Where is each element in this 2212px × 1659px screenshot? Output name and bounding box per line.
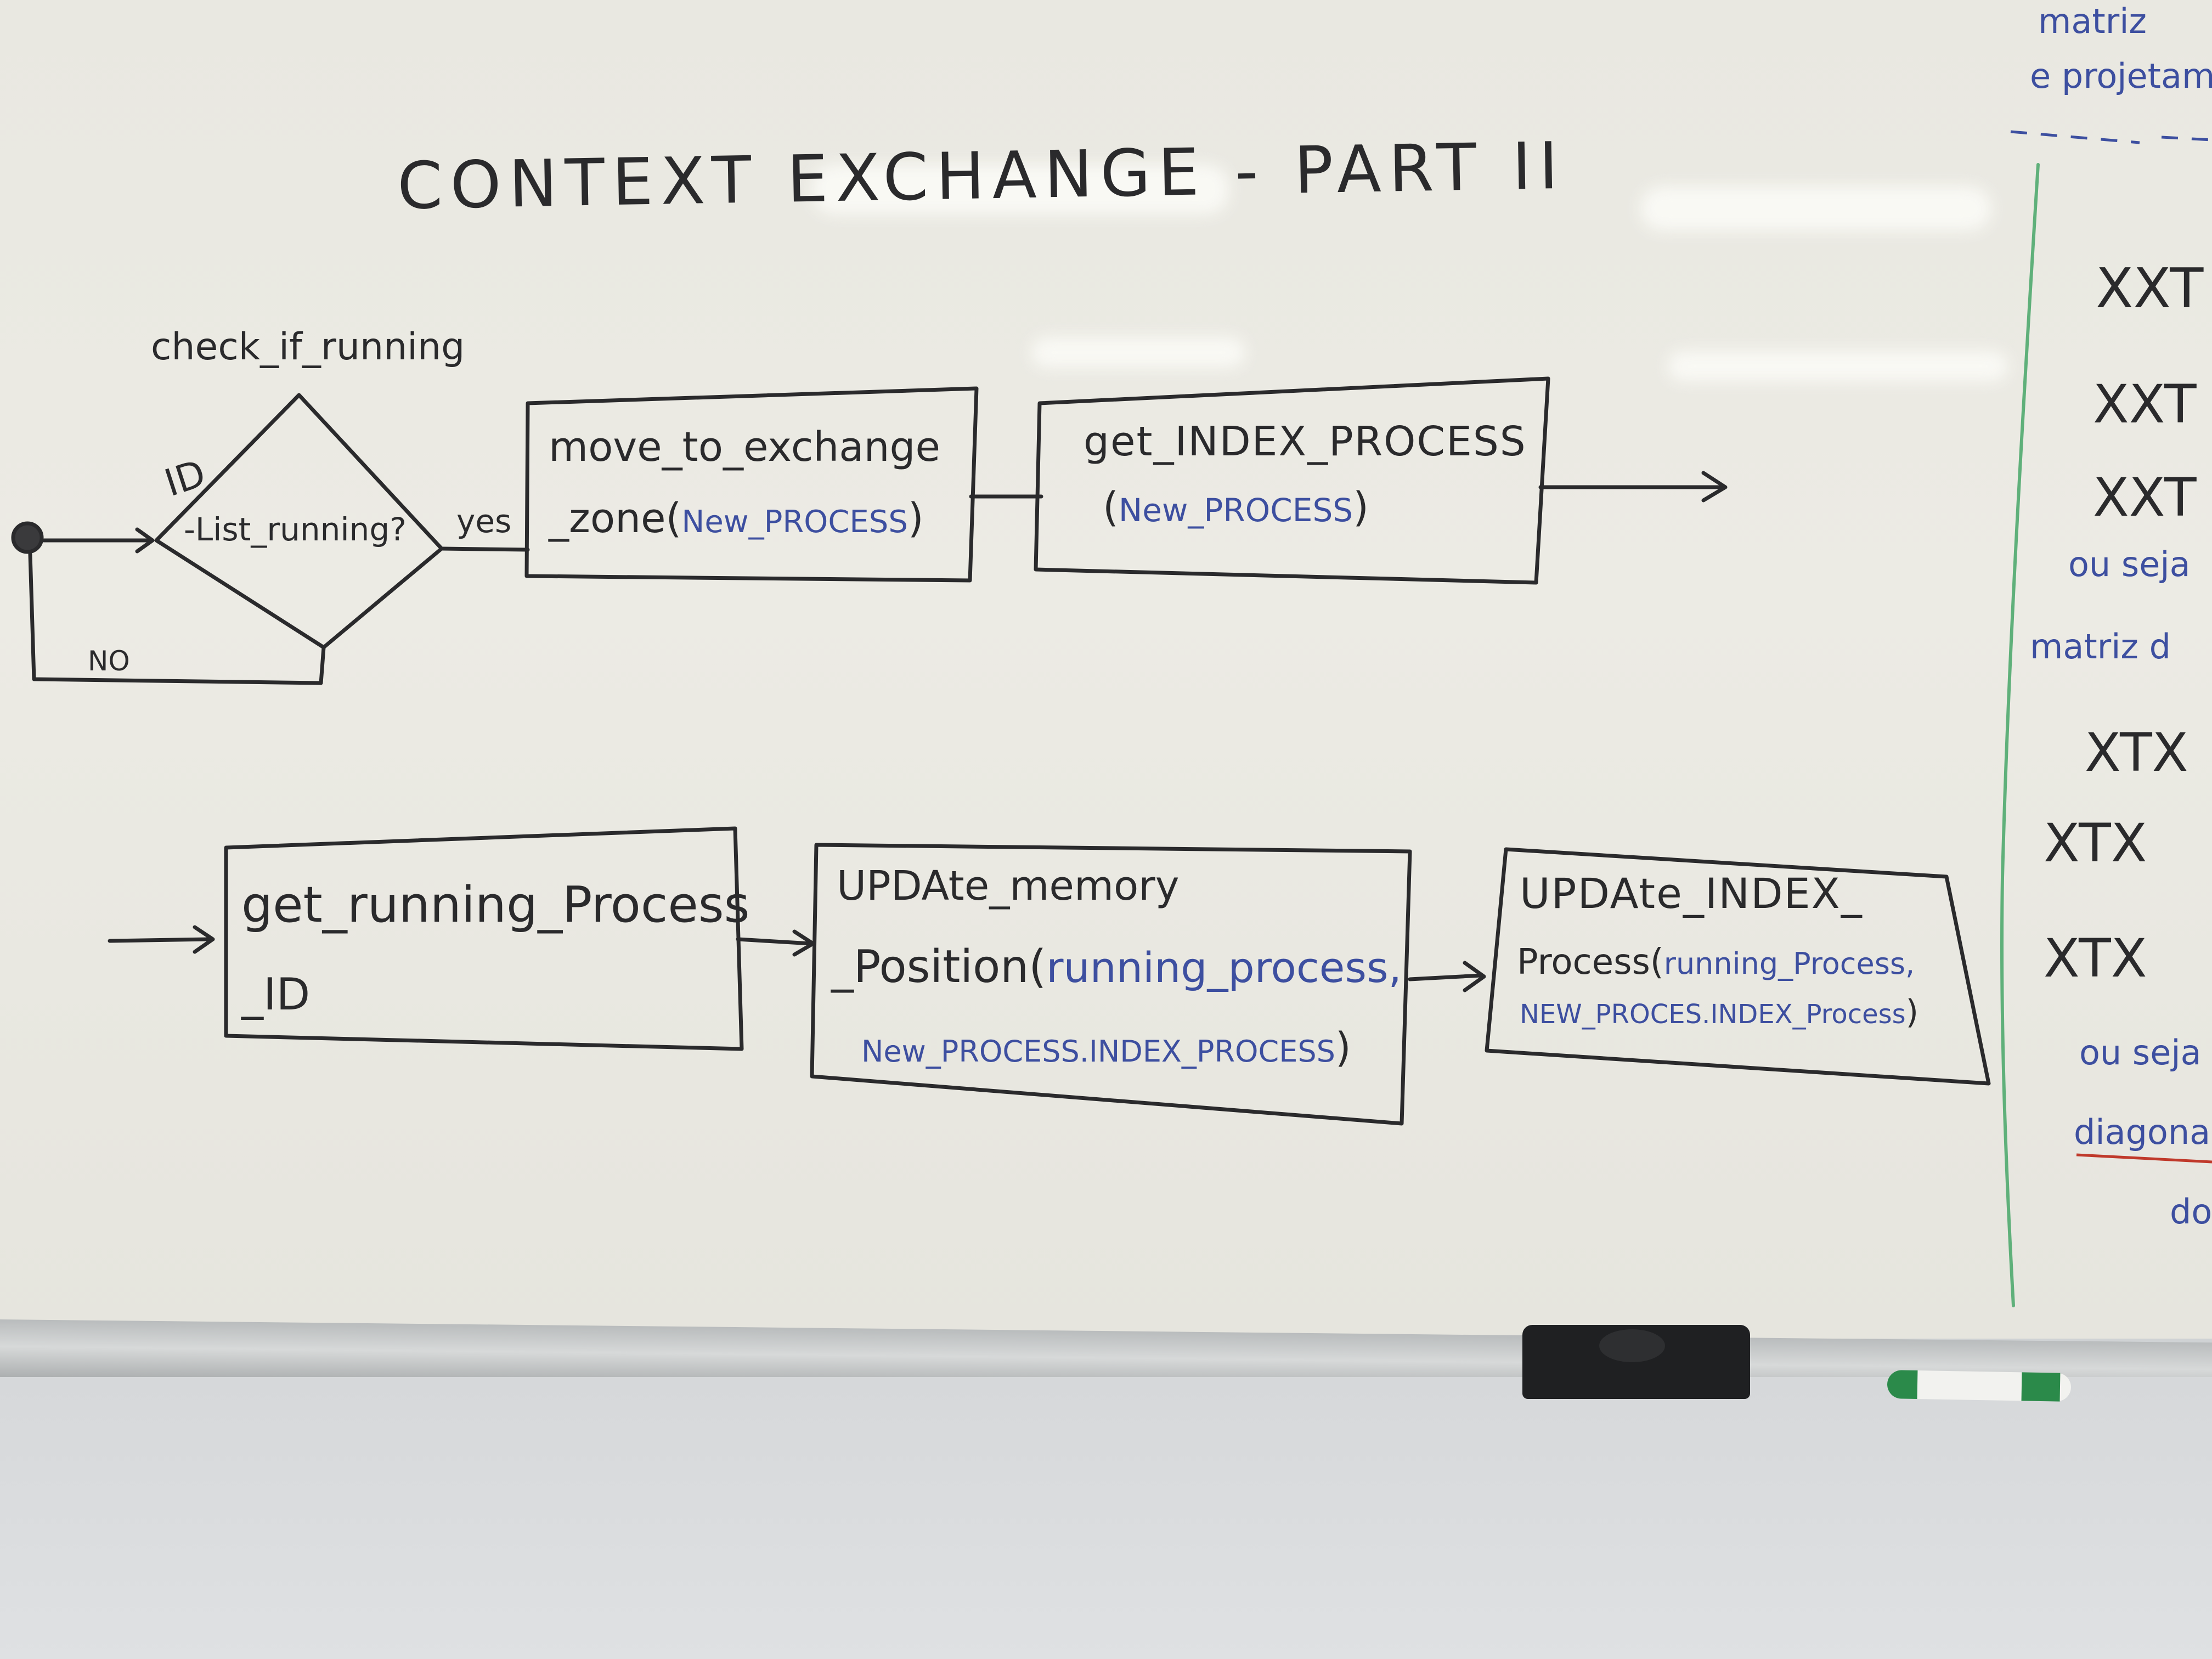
box5-arg: running_Process, [1664, 946, 1915, 981]
decision-question-line1: ID [160, 452, 211, 506]
box5-line3: NEW_PROCES.INDEX_Process) [1520, 993, 1918, 1031]
start-arrow [42, 527, 155, 554]
side-note: XXT [2093, 374, 2197, 435]
light-reflections [812, 165, 2008, 381]
no-label: NO [88, 645, 130, 677]
side-note: XTX [2044, 928, 2147, 989]
box3-line2: _ID [241, 969, 310, 1020]
light-reflection [1668, 351, 2008, 381]
decision-top-label: check_if_running [151, 325, 465, 369]
blue-dashed-line [2010, 130, 2212, 144]
box3-line1: get_running_Process [241, 876, 750, 934]
side-note: matriz [2038, 1, 2147, 41]
box-get-running-process [224, 826, 744, 1051]
box2-line2-text: ( [1103, 484, 1119, 531]
light-reflection [812, 165, 1229, 214]
diagram-title: CONTEXT EXCHANGE - PART II [397, 128, 1566, 224]
side-note: e projetam [2030, 56, 2212, 96]
box2-line2: (New_PROCESS) [1103, 484, 1369, 531]
side-note: XXT [2096, 256, 2204, 320]
no-loop-line [28, 552, 326, 685]
box4-line2-text: _Position( [831, 941, 1046, 993]
connector-3-4 [736, 929, 815, 957]
box5-close: ) [1906, 993, 1918, 1031]
box4-arg2: New_PROCESS.INDEX_PROCESS [861, 1034, 1335, 1069]
box4-line1: UPDAte_memory [837, 862, 1180, 910]
box1-close: ) [908, 495, 924, 542]
side-note: ou seja [2079, 1032, 2202, 1073]
side-note: do [2170, 1192, 2212, 1232]
start-node [11, 521, 44, 554]
green-margin-line [2000, 163, 2040, 1307]
box5-arg2: NEW_PROCES.INDEX_Process [1520, 999, 1906, 1030]
side-note: ou seja [2068, 544, 2191, 584]
red-underline [2076, 1153, 2212, 1164]
box4-close: ) [1335, 1024, 1351, 1071]
wall-below-board [0, 1377, 2212, 1659]
box2-line1: get_INDEX_PROCESS [1084, 418, 1527, 465]
side-note: matriz d [2030, 627, 2171, 667]
box2-close: ) [1353, 484, 1369, 531]
box1-line2-text: _zone( [548, 495, 681, 542]
box4-line2: _Position(running_process, [831, 941, 1402, 993]
decision-question-line2: -List_running? [184, 511, 407, 548]
yes-connector [439, 546, 530, 552]
entry-arrow-row2 [108, 925, 215, 954]
exit-arrow [1538, 471, 1728, 503]
yes-label: yes [456, 503, 511, 540]
eraser-logo [1599, 1329, 1665, 1362]
side-note: XTX [2085, 722, 2188, 783]
box1-line1: move_to_exchange [549, 424, 940, 471]
box4-arg: running_process, [1046, 943, 1401, 992]
box-get-index-process [1034, 376, 1550, 585]
box-move-to-exchange [524, 386, 979, 583]
side-note: XXT [2093, 467, 2197, 528]
side-note: XTX [2044, 812, 2147, 874]
box1-line2: _zone(New_PROCESS) [548, 495, 924, 542]
light-reflection [1640, 187, 1991, 230]
box1-arg: New_PROCESS [681, 504, 907, 540]
box-update-index-process [1485, 847, 1991, 1086]
box5-line2: Process(running_Process, [1517, 942, 1915, 983]
light-reflection [1031, 337, 1245, 368]
eraser [1522, 1325, 1750, 1399]
box2-arg: New_PROCESS [1119, 492, 1353, 529]
connector-4-5 [1408, 961, 1486, 992]
side-note: diagonal [2074, 1112, 2212, 1152]
box-update-memory-position [810, 843, 1412, 1126]
box5-line1: UPDAte_INDEX_ [1520, 869, 1863, 918]
box4-line3: New_PROCESS.INDEX_PROCESS) [861, 1024, 1351, 1071]
box5-line2-text: Process( [1517, 942, 1664, 983]
side-notes: matriz e projetam XXT XXT XXT ou seja ma… [2030, 1, 2212, 1232]
